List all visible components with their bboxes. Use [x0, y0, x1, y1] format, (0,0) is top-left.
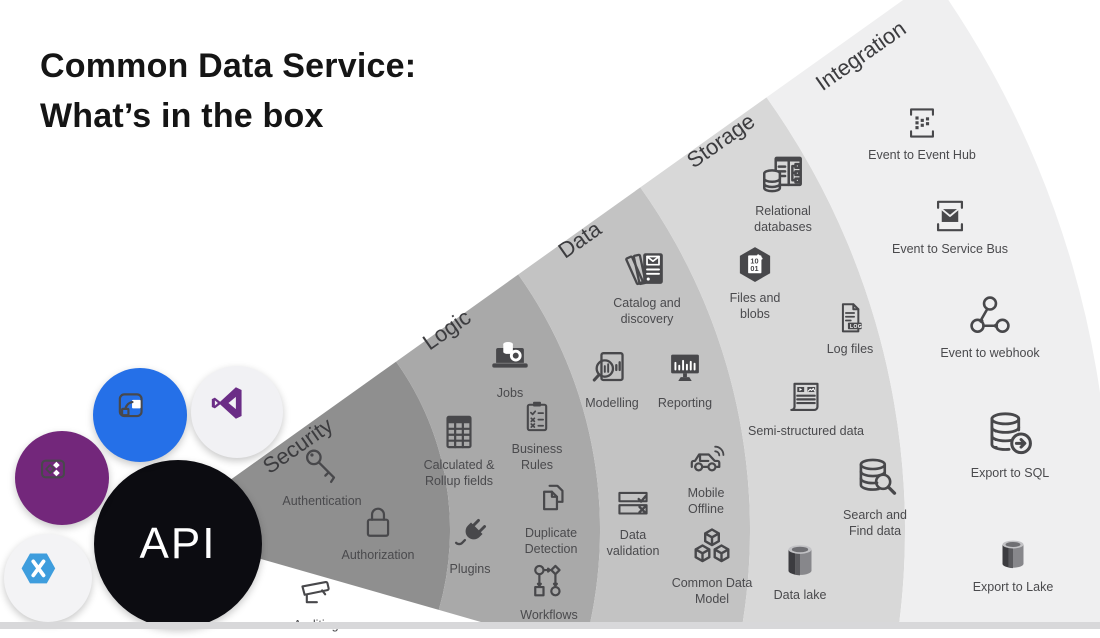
- catalog-cards-icon: [624, 246, 670, 292]
- item-label: Data validation: [606, 528, 660, 559]
- clipboard-checklist-icon: [516, 396, 558, 438]
- svg-text:01: 01: [750, 264, 758, 273]
- car-wifi-icon: [684, 438, 728, 482]
- item-label: Event to Service Bus: [891, 242, 1009, 256]
- database-window-icon: [758, 150, 808, 200]
- key-icon: [299, 444, 345, 490]
- item-relational-databases: Relational databases: [738, 150, 828, 236]
- item-label: Event to Event Hub: [868, 148, 976, 162]
- item-label: Business Rules: [511, 442, 563, 473]
- item-label: Duplicate Detection: [524, 526, 578, 557]
- item-label: Modelling: [585, 396, 639, 410]
- item-label: Calculated & Rollup fields: [423, 458, 495, 489]
- cubes-icon: [688, 524, 736, 572]
- item-label: Catalog and discovery: [613, 296, 681, 327]
- check-cross-rows-icon: [612, 482, 654, 524]
- item-label: Export to Lake: [972, 580, 1054, 594]
- xamarin-circle: [4, 534, 92, 622]
- item-workflows: Workflows: [509, 560, 589, 623]
- item-label: Semi-structured data: [747, 424, 865, 438]
- wedge-data: [518, 187, 750, 622]
- item-label: Search and Find data: [843, 508, 907, 539]
- item-label: Data lake: [773, 588, 827, 602]
- power-automate-icon: [109, 384, 171, 446]
- item-label: Export to SQL: [970, 466, 1050, 480]
- xamarin-icon: [16, 546, 80, 610]
- item-search-and-find-data: Search and Find data: [830, 452, 920, 540]
- api-label: API: [139, 519, 217, 568]
- page-title: Common Data Service: What’s in the box: [40, 42, 416, 142]
- item-data-lake: Data lake: [760, 538, 840, 603]
- power-apps-circle: [15, 431, 109, 525]
- svg-text:LOG: LOG: [850, 324, 862, 330]
- item-label: Log files: [826, 342, 874, 356]
- item-reporting: Reporting: [645, 346, 725, 411]
- wedge-logic: [396, 274, 601, 622]
- title-line-1: Common Data Service:: [40, 47, 417, 85]
- item-label: Reporting: [657, 396, 713, 410]
- item-event-to-webhook: Event to webhook: [915, 290, 1065, 361]
- magnifier-document-icon: [589, 346, 635, 392]
- item-log-files: LOG Log files: [810, 298, 890, 357]
- svg-text:10: 10: [750, 257, 758, 266]
- item-export-to-sql: Export to SQL: [950, 406, 1070, 481]
- item-common-data-model: Common Data Model: [657, 524, 767, 608]
- webhook-nodes-icon: [964, 290, 1016, 342]
- log-file-icon: LOG: [830, 298, 870, 338]
- item-label: Common Data Model: [671, 576, 753, 607]
- item-label: Relational databases: [754, 204, 812, 235]
- item-label: Files and blobs: [729, 291, 781, 322]
- item-data-validation: Data validation: [593, 482, 673, 560]
- flowchart-icon: [527, 560, 571, 604]
- service-bus-envelope-icon: [928, 194, 972, 238]
- event-hub-icon: [901, 102, 943, 144]
- item-label: Authorization: [341, 548, 415, 562]
- wedge-security: [217, 361, 451, 610]
- item-catalog-and-discovery: Catalog and discovery: [600, 246, 695, 328]
- plug-icon: [447, 512, 493, 558]
- power-automate-circle: [93, 368, 187, 462]
- item-semi-structured-data: Semi-structured data: [746, 376, 866, 439]
- item-label: Jobs: [496, 386, 524, 400]
- cctv-camera-icon: [295, 572, 337, 614]
- visual-studio-icon: [207, 382, 267, 442]
- item-authentication: Authentication: [267, 444, 377, 509]
- lock-icon: [356, 500, 400, 544]
- cylinder-icon: [777, 538, 823, 584]
- item-modelling: Modelling: [572, 346, 652, 411]
- item-label: Event to webhook: [940, 346, 1040, 360]
- item-jobs: Jobs: [480, 336, 540, 401]
- item-calculated-rollup-fields: Calculated & Rollup fields: [409, 410, 509, 490]
- duplicate-pages-icon: [529, 478, 573, 522]
- item-event-to-service-bus: Event to Service Bus: [875, 194, 1025, 257]
- item-label: Workflows: [520, 608, 578, 622]
- wedge-storage: [640, 97, 905, 622]
- item-authorization: Authorization: [323, 500, 433, 563]
- visual-studio-circle: [191, 366, 283, 458]
- title-line-2: What’s in the box: [40, 96, 324, 135]
- item-event-to-event-hub: Event to Event Hub: [852, 102, 992, 163]
- database-arrow-icon: [982, 406, 1038, 462]
- item-mobile-offline: Mobile Offline: [676, 438, 736, 518]
- wedge-integration: [766, 0, 1100, 622]
- media-document-icon: [784, 376, 828, 420]
- api-hub-circle: API: [94, 460, 262, 628]
- item-label: Authentication: [282, 494, 362, 508]
- cylinder-icon: [992, 534, 1034, 576]
- calculation-table-icon: [437, 410, 481, 454]
- database-magnifier-icon: [849, 452, 901, 504]
- item-export-to-lake: Export to Lake: [953, 534, 1073, 595]
- item-duplicate-detection: Duplicate Detection: [511, 478, 591, 558]
- item-plugins: Plugins: [435, 512, 505, 577]
- bottom-edge-line: [0, 622, 1100, 629]
- item-label: Mobile Offline: [687, 486, 725, 517]
- item-business-rules: Business Rules: [502, 396, 572, 474]
- power-apps-icon: [32, 448, 92, 508]
- monitor-chart-icon: [662, 346, 708, 392]
- item-label: Plugins: [449, 562, 491, 576]
- laptop-database-gear-icon: [487, 336, 533, 382]
